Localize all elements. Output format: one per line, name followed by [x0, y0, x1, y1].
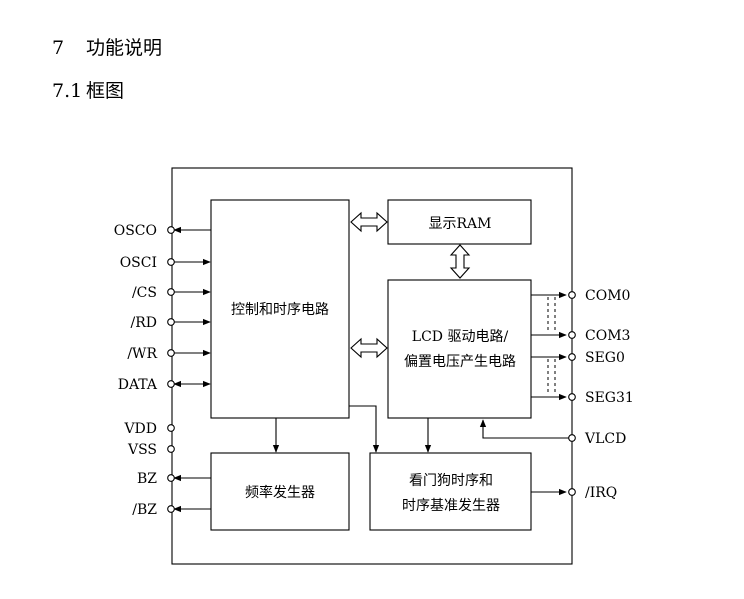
frequency-generator-label: 频率发生器	[245, 484, 315, 501]
section-heading: 7 功能说明	[52, 33, 162, 60]
pin-label-vdd: VDD	[123, 421, 157, 437]
display-ram-label: 显示RAM	[429, 216, 492, 232]
lcd-driver-label-line1: LCD 驱动电路/	[412, 329, 509, 345]
watchdog-block	[369, 452, 532, 531]
pin-label-seg0: SEG0	[585, 350, 625, 366]
right-pin-lines	[479, 291, 569, 496]
pin-label-wr: /WR	[127, 346, 157, 362]
left-pin-circles	[167, 226, 175, 513]
pin-label-data: DATA	[118, 377, 158, 393]
pin-label-rd: /RD	[131, 315, 157, 331]
control-timing-label: 控制和时序电路	[231, 302, 329, 318]
watchdog-label-line2: 时序基准发生器	[402, 497, 500, 514]
pin-label-bz: BZ	[137, 471, 157, 487]
left-pin-lines	[173, 226, 211, 513]
pin-label-cs: /CS	[132, 285, 157, 301]
pin-label-osco: OSCO	[114, 223, 157, 239]
pin-label-osci: OSCI	[120, 255, 157, 271]
frequency-generator-block	[210, 452, 350, 531]
right-pin-labels: COM0 COM3 SEG0 SEG31 VLCD /IRQ	[584, 288, 634, 501]
display-ram-block	[387, 199, 532, 245]
internal-connections	[272, 405, 432, 453]
pin-label-irq: /IRQ	[585, 485, 617, 501]
subsection-title: 框图	[86, 80, 125, 102]
right-pin-dashed-connectors	[547, 297, 556, 395]
section-number: 7	[52, 37, 65, 59]
left-pin-labels: OSCO OSCI /CS /RD /WR DATA VDD VSS BZ /B…	[114, 223, 158, 518]
pin-label-vlcd: VLCD	[584, 431, 626, 447]
bus-double-arrow-icon	[350, 211, 388, 233]
section-title: 功能说明	[86, 37, 163, 59]
pin-label-com3: COM3	[585, 328, 630, 344]
control-timing-block	[210, 199, 350, 419]
right-pin-circles	[568, 291, 576, 496]
lcd-driver-label-line2: 偏置电压产生电路	[404, 354, 516, 370]
pin-label-seg31: SEG31	[585, 390, 634, 406]
pin-label-vss: VSS	[127, 442, 157, 458]
pin-label-com0: COM0	[585, 288, 630, 304]
bus-double-arrow-icon	[449, 244, 471, 279]
bus-double-arrow-icon	[350, 337, 388, 359]
lcd-driver-block	[387, 279, 532, 419]
subsection-number: 7.1	[52, 80, 83, 102]
pin-label-bz-inverted: /BZ	[132, 502, 157, 518]
watchdog-label-line1: 看门狗时序和	[409, 473, 493, 489]
